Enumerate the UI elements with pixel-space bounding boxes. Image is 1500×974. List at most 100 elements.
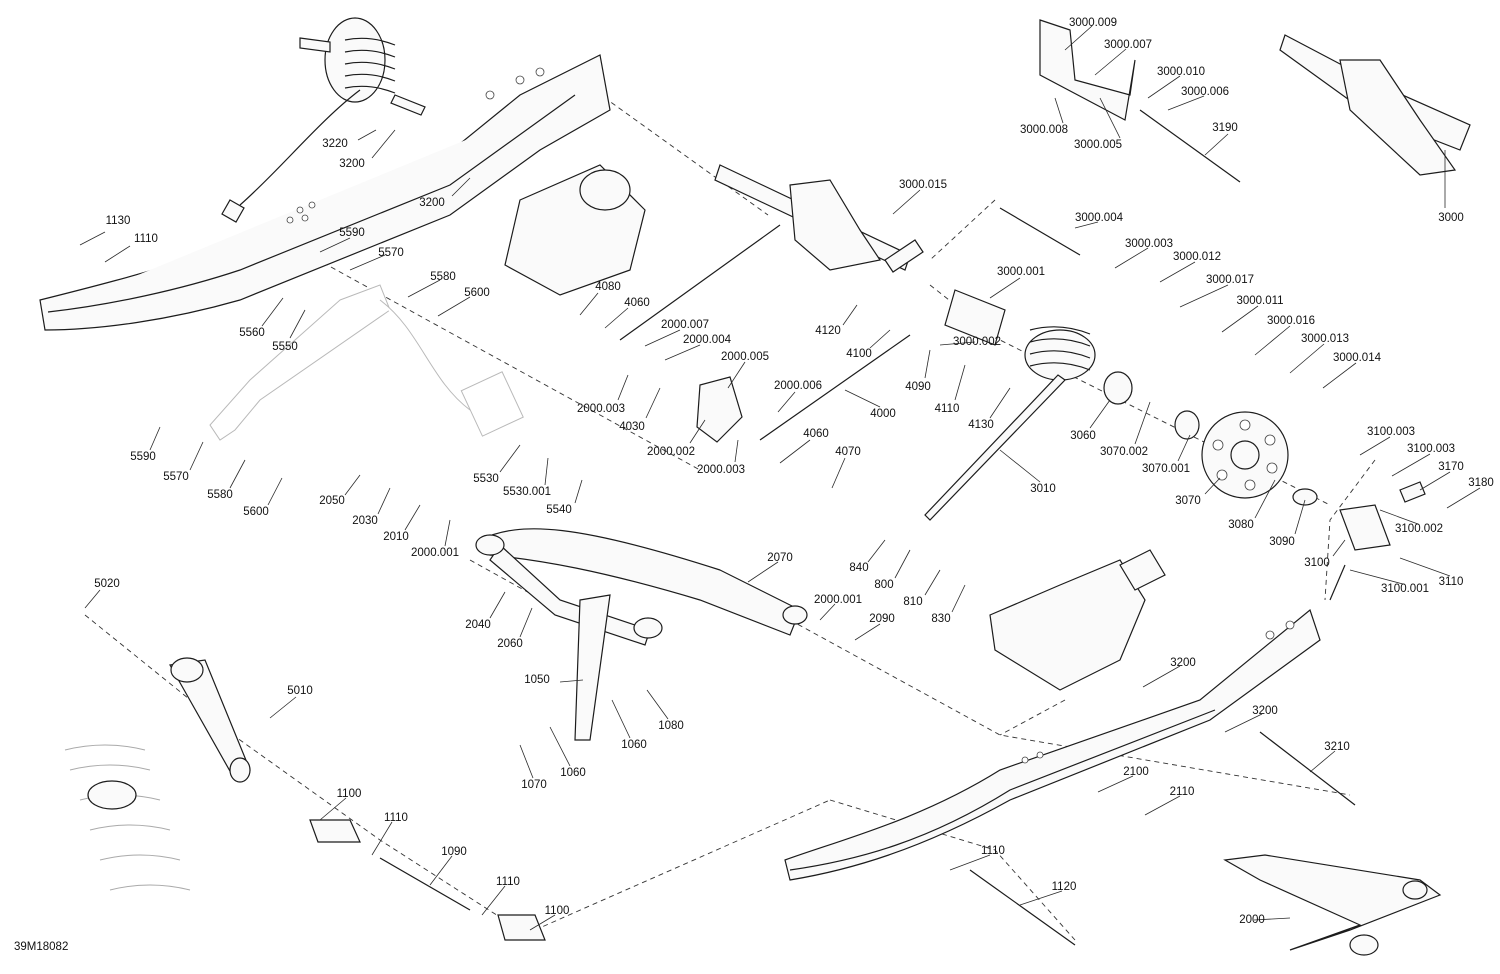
part-callout-c1090: 1090 <box>441 846 467 858</box>
front-shock-and-spring <box>64 657 251 891</box>
part-callout-c3000003: 3000.003 <box>1125 238 1173 250</box>
part-callout-c5580b: 5580 <box>207 489 233 501</box>
part-callout-c3180: 3180 <box>1468 477 1494 489</box>
part-callout-c3000016: 3000.016 <box>1267 315 1315 327</box>
front-arm-shaft <box>714 164 924 273</box>
part-callout-c5530: 5530 <box>473 473 499 485</box>
part-callout-c2000007: 2000.007 <box>661 319 709 331</box>
part-callout-c4130: 4130 <box>968 419 994 431</box>
part-callout-c2000001a: 2000.001 <box>411 547 459 559</box>
part-callout-c3100002: 3100.002 <box>1395 523 1443 535</box>
part-callout-c2000: 2000 <box>1239 914 1265 926</box>
part-callout-c3080: 3080 <box>1228 519 1254 531</box>
part-callout-c3100003a: 3100.003 <box>1367 426 1415 438</box>
part-callout-c4080: 4080 <box>595 281 621 293</box>
part-callout-c3070: 3070 <box>1175 495 1201 507</box>
part-callout-c3190: 3190 <box>1212 122 1238 134</box>
part-callout-c1060b: 1060 <box>560 767 586 779</box>
drawing-reference-code: 39M18082 <box>14 941 68 953</box>
part-callout-c4110: 4110 <box>935 403 960 415</box>
rear-axle-bracket <box>1329 481 1426 601</box>
part-callout-c3000006: 3000.006 <box>1181 86 1229 98</box>
part-callout-c3000013: 3000.013 <box>1301 333 1349 345</box>
part-callout-c1100a: 1100 <box>337 788 362 800</box>
part-callout-c2010: 2010 <box>383 531 409 543</box>
part-callout-c3000002: 3000.002 <box>953 336 1001 348</box>
part-callout-c2000002: 2000.002 <box>647 446 695 458</box>
part-callout-c5540: 5540 <box>546 504 572 516</box>
part-callout-c3000009: 3000.009 <box>1069 17 1117 29</box>
part-callout-c2100: 2100 <box>1123 766 1149 778</box>
part-callout-c810: 810 <box>903 596 922 608</box>
left-slide-rail <box>39 17 611 331</box>
part-callout-c2000001b: 2000.001 <box>814 594 862 606</box>
part-callout-c3000005: 3000.005 <box>1074 139 1122 151</box>
part-callout-c3000001: 3000.001 <box>997 266 1045 278</box>
part-callout-c3000: 3000 <box>1438 212 1464 224</box>
part-callout-c1120: 1120 <box>1052 881 1077 893</box>
part-callout-c2000003a: 2000.003 <box>577 403 625 415</box>
part-callout-c3060: 3060 <box>1070 430 1096 442</box>
part-callout-c4030: 4030 <box>619 421 645 433</box>
part-callout-c3000011: 3000.011 <box>1236 295 1283 307</box>
part-callout-c3200b: 3200 <box>419 197 445 209</box>
part-callout-c3070002: 3070.002 <box>1100 446 1148 458</box>
rear-a-arm <box>1223 854 1442 956</box>
part-callout-c3100001: 3100.001 <box>1381 583 1429 595</box>
callout-leader-lines <box>79 25 1481 931</box>
part-callout-c5550: 5550 <box>272 341 298 353</box>
front-a-arm <box>475 528 808 741</box>
part-callout-c5560: 5560 <box>239 327 265 339</box>
part-callout-c3220: 3220 <box>322 138 348 150</box>
part-callout-c3070001: 3070.001 <box>1142 463 1190 475</box>
torsion-spring-left <box>221 17 426 223</box>
part-callout-c2040: 2040 <box>465 619 491 631</box>
part-callout-c1070: 1070 <box>521 779 547 791</box>
part-callout-c2000004: 2000.004 <box>683 334 732 346</box>
part-callout-c2000003b: 2000.003 <box>697 464 745 476</box>
part-callout-c5580a: 5580 <box>430 271 456 283</box>
part-callout-c3200c: 3200 <box>1170 657 1196 669</box>
part-callout-c2090: 2090 <box>869 613 895 625</box>
center-spring <box>924 289 1096 521</box>
rear-arm-shaft-assembly <box>1279 34 1471 176</box>
part-callout-c2000006: 2000.006 <box>774 380 822 392</box>
part-callout-c3010: 3010 <box>1030 483 1056 495</box>
part-callout-c4060a: 4060 <box>624 297 650 309</box>
part-callout-c1100b: 1100 <box>545 905 570 917</box>
part-callout-c3000014: 3000.014 <box>1333 352 1382 364</box>
part-callout-c1110d: 1110 <box>981 845 1005 857</box>
part-callout-c5600a: 5600 <box>464 287 490 299</box>
part-callout-c4000: 4000 <box>870 408 896 420</box>
linkage-rods <box>619 224 911 443</box>
part-callout-c3000007: 3000.007 <box>1104 39 1152 51</box>
part-callout-c1130: 1130 <box>106 215 131 227</box>
part-callout-c5590b: 5590 <box>130 451 156 463</box>
part-callout-c5020: 5020 <box>94 578 120 590</box>
part-callout-c1080: 1080 <box>658 720 684 732</box>
part-callout-c3000008: 3000.008 <box>1020 124 1068 136</box>
part-callout-c1050: 1050 <box>524 674 550 686</box>
part-callout-c800: 800 <box>874 579 893 591</box>
part-callout-c5600b: 5600 <box>243 506 269 518</box>
part-callout-c1110b: 1110 <box>384 812 408 824</box>
part-callout-c4100: 4100 <box>846 348 872 360</box>
bolts-and-shafts <box>309 207 1356 946</box>
part-callout-c5570b: 5570 <box>163 471 189 483</box>
part-callout-c2050: 2050 <box>319 495 345 507</box>
chain-case-housing <box>504 164 646 296</box>
part-callout-c830: 830 <box>931 613 950 625</box>
part-callout-c2110: 2110 <box>1170 786 1195 798</box>
part-callout-c4120: 4120 <box>815 325 841 337</box>
part-callout-c3000017: 3000.017 <box>1206 274 1254 286</box>
part-callout-c3200a: 3200 <box>339 158 365 170</box>
part-callout-c1110c: 1110 <box>496 876 520 888</box>
right-slide-rail <box>784 608 1321 881</box>
top-right-bracket <box>1039 19 1241 183</box>
part-callout-c5590a: 5590 <box>339 227 365 239</box>
rear-shock-ghost <box>209 284 524 441</box>
part-callout-c1110a: 1110 <box>134 233 158 245</box>
part-callout-c2030: 2030 <box>352 515 378 527</box>
